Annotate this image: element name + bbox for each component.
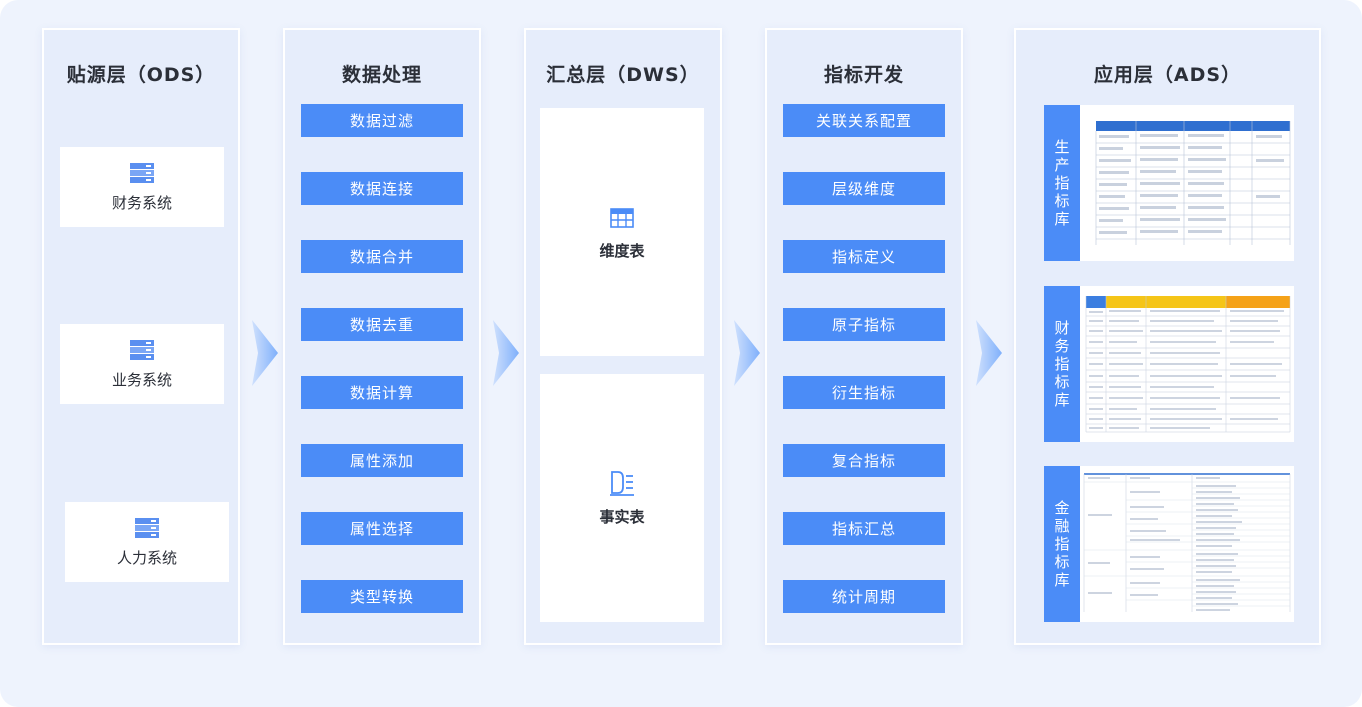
step-composite-metric[interactable]: 复合指标	[783, 444, 945, 477]
ads-column: 应用层（ADS） 生 产 指 标 库	[1014, 28, 1321, 645]
metrics-title: 指标开发	[823, 64, 904, 86]
library-char: 库	[1054, 210, 1070, 228]
library-char: 金	[1054, 499, 1070, 517]
library-tab: 财 务 指 标 库	[1044, 286, 1080, 442]
step-dedupe[interactable]: 数据去重	[301, 308, 463, 341]
library-char: 务	[1054, 337, 1070, 355]
source-label: 财务系统	[111, 194, 172, 212]
library-char: 标	[1054, 192, 1070, 210]
flow-arrow-icon	[976, 320, 1002, 386]
source-label: 人力系统	[116, 549, 177, 567]
source-business-card: 业务系统	[60, 324, 224, 404]
step-type-cast[interactable]: 类型转换	[301, 580, 463, 613]
step-derived-metric[interactable]: 衍生指标	[783, 376, 945, 409]
library-char: 库	[1054, 571, 1070, 589]
library-tab: 金 融 指 标 库	[1044, 466, 1080, 622]
table-grid-icon	[610, 208, 634, 232]
library-tab: 生 产 指 标 库	[1044, 105, 1080, 261]
document-list-icon	[609, 470, 635, 500]
dimension-table-card[interactable]: 维度表	[540, 108, 704, 356]
step-stat-period[interactable]: 统计周期	[783, 580, 945, 613]
source-hr-card: 人力系统	[65, 502, 229, 582]
server-icon	[128, 338, 156, 366]
flow-arrow-icon	[493, 320, 519, 386]
source-finance-card: 财务系统	[60, 147, 224, 227]
step-metric-define[interactable]: 指标定义	[783, 240, 945, 273]
ods-column: 贴源层（ODS） 财务系统	[42, 28, 240, 645]
processing-column: 数据处理 数据过滤 数据连接 数据合并 数据去重 数据计算 属性添加 属性选择 …	[283, 28, 481, 645]
step-merge[interactable]: 数据合并	[301, 240, 463, 273]
library-char: 库	[1054, 391, 1070, 409]
dws-title: 汇总层（DWS）	[546, 64, 700, 86]
step-select-attr[interactable]: 属性选择	[301, 512, 463, 545]
finance-table-thumbnail	[1080, 286, 1294, 442]
library-char: 产	[1054, 156, 1070, 174]
fact-table-card[interactable]: 事实表	[540, 374, 704, 622]
step-atomic-metric[interactable]: 原子指标	[783, 308, 945, 341]
ads-title: 应用层（ADS）	[1093, 64, 1242, 86]
library-char: 标	[1054, 553, 1070, 571]
step-filter[interactable]: 数据过滤	[301, 104, 463, 137]
production-table-thumbnail	[1080, 105, 1294, 261]
source-label: 业务系统	[111, 371, 172, 389]
dws-column: 汇总层（DWS） 维度表	[524, 28, 722, 645]
step-relation-config[interactable]: 关联关系配置	[783, 104, 945, 137]
step-hierarchy-dim[interactable]: 层级维度	[783, 172, 945, 205]
server-icon	[128, 161, 156, 189]
dimension-table-label: 维度表	[599, 242, 645, 260]
library-char: 指	[1054, 355, 1070, 373]
processing-title: 数据处理	[341, 64, 422, 86]
step-compute[interactable]: 数据计算	[301, 376, 463, 409]
metrics-column: 指标开发 关联关系配置 层级维度 指标定义 原子指标 衍生指标 复合指标 指标汇…	[765, 28, 963, 645]
flow-arrow-icon	[734, 320, 760, 386]
library-char: 标	[1054, 373, 1070, 391]
library-char: 生	[1054, 138, 1070, 156]
ads-finance-library[interactable]: 财 务 指 标 库	[1044, 286, 1294, 442]
step-metric-summary[interactable]: 指标汇总	[783, 512, 945, 545]
flow-arrow-icon	[252, 320, 278, 386]
library-char: 指	[1054, 535, 1070, 553]
step-join[interactable]: 数据连接	[301, 172, 463, 205]
ads-financial-library[interactable]: 金 融 指 标 库	[1044, 466, 1294, 622]
library-char: 融	[1054, 517, 1070, 535]
financial-table-thumbnail	[1080, 466, 1294, 622]
server-icon	[133, 516, 161, 544]
step-add-attr[interactable]: 属性添加	[301, 444, 463, 477]
ads-production-library[interactable]: 生 产 指 标 库	[1044, 105, 1294, 261]
library-char: 指	[1054, 174, 1070, 192]
fact-table-label: 事实表	[599, 508, 645, 526]
ods-title: 贴源层（ODS）	[66, 64, 216, 86]
library-char: 财	[1054, 319, 1070, 337]
